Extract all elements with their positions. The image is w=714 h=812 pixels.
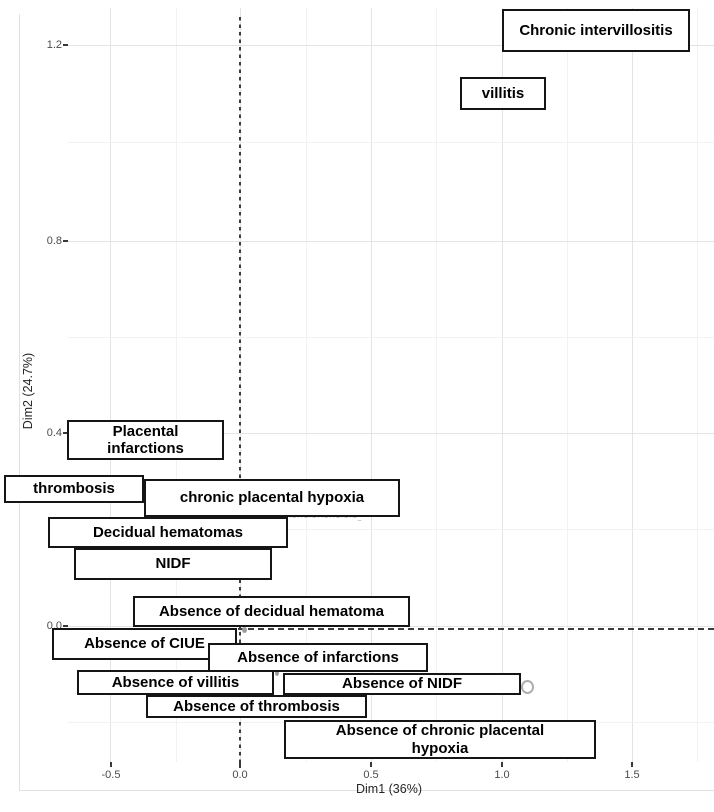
x-tick-label: 1.0 (494, 769, 510, 781)
gridline-y-minor (68, 142, 714, 143)
y-tick-mark (63, 625, 68, 627)
label-text: Absence of thrombosis (173, 697, 340, 715)
label-text: villitis (481, 84, 525, 102)
obscured-gray-point (275, 670, 279, 676)
label-text: Absence of NIDF (341, 675, 462, 693)
label-text: Absence of infarctions (237, 648, 399, 666)
label-text: Placental infarctions (107, 422, 184, 457)
label-box-placental-infarctions: Placental infarctions (67, 420, 224, 460)
x-tick-mark (239, 762, 241, 767)
x-tick-mark (110, 762, 112, 767)
gridline-x-major (632, 8, 633, 762)
label-box-absence-ciue: Absence of CIUE (52, 628, 237, 660)
y-tick-label: 0.8 (46, 235, 62, 247)
gridline-x-minor (567, 8, 568, 762)
x-axis-title: Dim1 (36%) (356, 782, 422, 796)
gridline-x-minor (697, 8, 698, 762)
y-tick-mark (63, 432, 68, 434)
y-tick-label: 0.4 (46, 427, 62, 439)
label-text: Absence of decidual hematoma (158, 602, 385, 620)
x-tick-mark (631, 762, 633, 767)
gridline-x-major (371, 8, 372, 762)
gridline-x-minor (306, 8, 307, 762)
figure-left-border (19, 14, 20, 790)
label-box-absence-villitis: Absence of villitis (77, 670, 274, 695)
gridline-y-major (68, 241, 714, 242)
gridline-x-minor (436, 8, 437, 762)
label-text: Absence of CIUE (84, 635, 205, 653)
label-box-absence-chronic-placental-hypoxia: Absence of chronic placental hypoxia (284, 720, 596, 759)
obscured-gray-label: ·–··–·–··–··–·–·–_ (289, 515, 363, 521)
label-box-chronic-placental-hypoxia: chronic placental hypoxia (144, 479, 400, 517)
label-text: Decidual hematomas (92, 523, 244, 541)
y-tick-mark (63, 44, 68, 46)
obscured-gray-point (521, 680, 534, 694)
vline-x0-dashed (239, 17, 241, 768)
x-tick-label: 1.5 (624, 769, 640, 781)
x-tick-label: 0.0 (232, 769, 248, 781)
gridline-y-minor (68, 529, 714, 530)
label-box-absence-decidual-hematoma: Absence of decidual hematoma (133, 596, 410, 627)
label-box-absence-infarctions: Absence of infarctions (208, 643, 428, 672)
label-text: Chronic intervillositis (519, 21, 673, 39)
label-text: chronic placental hypoxia (179, 489, 365, 507)
x-tick-mark (370, 762, 372, 767)
x-tick-label: 0.5 (363, 769, 379, 781)
gridline-y-minor (68, 337, 714, 338)
label-box-chronic-intervillositis: Chronic intervillositis (502, 9, 690, 52)
label-box-nidf: NIDF (74, 548, 272, 580)
label-box-absence-nidf: Absence of NIDF (283, 673, 521, 695)
gridline-y-major (68, 45, 714, 46)
label-box-absence-thrombosis: Absence of thrombosis (146, 695, 367, 718)
y-tick-mark (63, 240, 68, 242)
gridline-x-minor (176, 8, 177, 762)
label-text: Absence of villitis (111, 673, 240, 691)
label-box-villitis: villitis (460, 77, 546, 110)
gridline-x-major (110, 8, 111, 762)
figure-bottom-border (19, 790, 714, 791)
label-box-thrombosis: thrombosis (4, 475, 144, 503)
label-box-decidual-hematomas: Decidual hematomas (48, 517, 288, 548)
obscured-gray-point (242, 627, 247, 633)
gridline-y-major (68, 433, 714, 434)
label-text: Absence of chronic placental hypoxia (335, 722, 545, 757)
label-text: thrombosis (33, 480, 115, 498)
hline-y0-dashed (68, 628, 714, 630)
x-tick-label: -0.5 (101, 769, 121, 781)
y-tick-label: 1.2 (46, 39, 62, 51)
label-text: NIDF (155, 555, 191, 573)
y-axis-title: Dim2 (24.7%) (21, 352, 35, 430)
gridline-x-major (502, 8, 503, 762)
x-tick-mark (501, 762, 503, 767)
